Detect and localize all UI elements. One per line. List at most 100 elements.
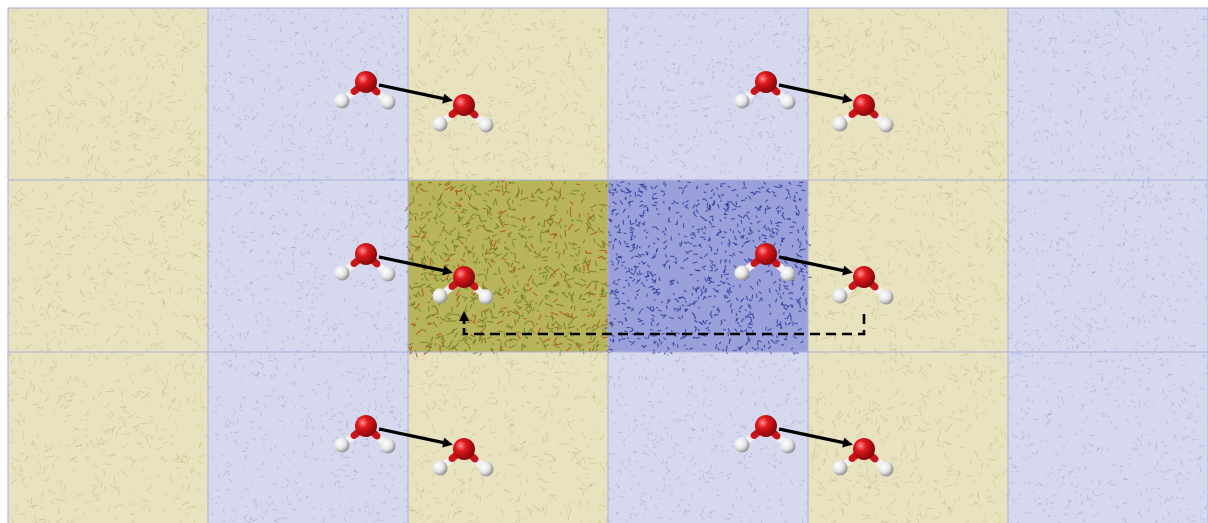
texture-fleck — [737, 85, 742, 89]
texture-fleck — [784, 17, 788, 22]
texture-fleck — [712, 66, 715, 69]
texture-fleck — [470, 123, 478, 125]
texture-fleck — [155, 154, 158, 159]
texture-fleck — [930, 116, 933, 121]
texture-fleck — [177, 291, 183, 295]
texture-fleck — [192, 43, 201, 49]
texture-fleck — [1031, 167, 1036, 170]
texture-fleck — [530, 86, 537, 92]
texture-fleck — [242, 64, 245, 68]
texture-fleck — [185, 159, 193, 164]
texture-fleck — [1031, 39, 1033, 43]
texture-fleck — [1033, 47, 1037, 50]
texture-fleck — [441, 35, 445, 39]
texture-fleck — [868, 81, 871, 89]
texture-fleck — [9, 39, 13, 45]
texture-fleck — [357, 239, 359, 245]
texture-fleck — [285, 64, 290, 70]
texture-fleck — [127, 134, 133, 137]
texture-fleck — [465, 73, 473, 76]
texture-fleck — [1131, 23, 1135, 26]
texture-fleck — [1024, 51, 1027, 55]
texture-fleck — [124, 49, 127, 56]
texture-fleck — [99, 101, 106, 108]
texture-fleck — [1161, 133, 1164, 137]
texture-fleck — [429, 140, 433, 148]
texture-fleck — [223, 18, 227, 22]
texture-fleck — [609, 321, 614, 324]
texture-fleck — [409, 296, 411, 300]
texture-fleck — [614, 89, 619, 91]
texture-fleck — [37, 80, 41, 84]
texture-fleck — [912, 72, 916, 75]
texture-fleck — [865, 30, 868, 38]
texture-fleck — [1185, 34, 1190, 37]
lipid-cell-r1c0 — [8, 180, 208, 352]
texture-fleck — [108, 43, 113, 50]
texture-fleck — [392, 169, 395, 173]
texture-fleck — [44, 191, 49, 198]
texture-fleck — [599, 102, 602, 107]
texture-fleck — [905, 147, 911, 152]
texture-fleck — [211, 18, 214, 23]
texture-fleck — [863, 27, 869, 33]
texture-fleck — [634, 61, 637, 66]
texture-fleck — [180, 45, 188, 50]
texture-fleck — [995, 138, 998, 142]
texture-fleck — [250, 109, 253, 114]
texture-fleck — [363, 92, 368, 96]
texture-fleck — [762, 24, 767, 29]
texture-fleck — [1175, 123, 1180, 126]
texture-fleck — [195, 163, 201, 168]
texture-fleck — [391, 15, 395, 19]
texture-fleck — [817, 169, 820, 178]
texture-fleck — [67, 100, 74, 106]
texture-fleck — [431, 29, 437, 37]
texture-fleck — [544, 117, 549, 121]
texture-fleck — [627, 101, 632, 105]
texture-fleck — [871, 144, 878, 147]
texture-fleck — [554, 43, 560, 47]
texture-fleck — [344, 85, 347, 89]
texture-fleck — [534, 162, 537, 165]
texture-fleck — [147, 134, 149, 137]
texture-fleck — [501, 160, 505, 163]
texture-fleck — [587, 125, 591, 134]
texture-fleck — [658, 34, 663, 37]
texture-fleck — [252, 297, 254, 301]
texture-fleck — [538, 47, 545, 54]
texture-fleck — [832, 144, 836, 148]
texture-fleck — [533, 55, 539, 61]
texture-fleck — [368, 163, 372, 167]
texture-fleck — [687, 13, 691, 17]
texture-fleck — [446, 69, 450, 74]
texture-fleck — [656, 43, 660, 46]
texture-fleck — [151, 36, 155, 40]
texture-fleck — [521, 343, 523, 352]
texture-fleck — [288, 124, 293, 126]
texture-fleck — [99, 68, 104, 73]
texture-fleck — [506, 141, 509, 145]
texture-fleck — [858, 167, 863, 172]
texture-fleck — [184, 271, 187, 277]
texture-fleck — [281, 136, 284, 141]
texture-fleck — [664, 59, 667, 63]
texture-fleck — [784, 152, 787, 156]
texture-fleck — [631, 164, 635, 167]
texture-fleck — [1092, 168, 1096, 173]
texture-fleck — [1035, 46, 1039, 52]
texture-fleck — [982, 147, 986, 155]
texture-fleck — [1121, 116, 1127, 120]
texture-fleck — [95, 170, 99, 173]
texture-fleck — [765, 168, 769, 172]
texture-fleck — [775, 32, 780, 36]
texture-fleck — [856, 38, 860, 41]
texture-fleck — [161, 13, 165, 16]
texture-fleck — [933, 141, 937, 144]
texture-fleck — [264, 165, 267, 169]
texture-fleck — [88, 123, 93, 128]
texture-fleck — [187, 170, 189, 178]
texture-fleck — [539, 71, 546, 75]
texture-fleck — [90, 21, 94, 30]
texture-fleck — [846, 36, 851, 40]
